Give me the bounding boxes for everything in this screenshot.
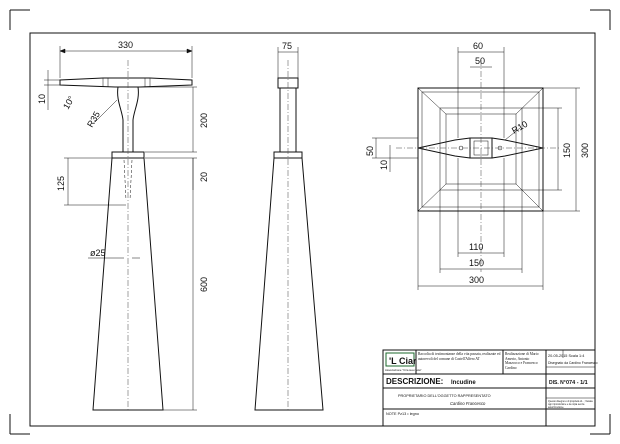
logo-sub: Associazione "Cira sua mola" <box>385 368 422 372</box>
dis-label: DIS. N° <box>549 380 566 386</box>
dim-bore: ø25 <box>90 248 106 258</box>
authors-text: Realizzazione di Mario Amerio, Antonio M… <box>505 352 539 370</box>
drawn-by: Disegnato da Cardino Francesco <box>548 361 598 365</box>
collection-text: Raccolta di testimonianze della vita pas… <box>418 352 501 361</box>
dim-plate-thickness: 10 <box>37 94 47 104</box>
side-view: 75 <box>254 41 324 411</box>
desc-value: Incudine <box>451 380 476 386</box>
dim-collar: 20 <box>199 172 209 182</box>
owner-name: Cardino Francesco <box>450 401 486 406</box>
owner-line: PROPRIETARIO DELL'OGGETTO RAPPRESENTATO <box>398 394 491 398</box>
dim-left-10: 10 <box>379 160 389 170</box>
dis-value: 074 - 1/1 <box>566 380 588 386</box>
dim-depth: 125 <box>56 176 66 191</box>
dim-top-width: 330 <box>118 40 133 50</box>
dim-right-300: 300 <box>580 143 590 158</box>
dim-top-60: 60 <box>473 41 483 51</box>
date-scale: 20-05-2015 Scala 1:4 <box>548 354 584 358</box>
dim-stem-height: 200 <box>199 113 209 128</box>
dim-bottom-150: 150 <box>469 258 484 268</box>
dim-bottom-300: 300 <box>469 275 484 285</box>
rights-text: Questo disegno è di proprietà di...; Vie… <box>548 400 593 409</box>
dim-top-radius: R10 <box>510 119 529 136</box>
logo-text: 'L Ciar <box>389 356 417 366</box>
dim-bottom-110: 110 <box>469 242 483 252</box>
dim-top-50: 50 <box>475 56 485 66</box>
dim-stem-width: 75 <box>282 41 292 51</box>
dim-radius-front: R35 <box>85 110 102 129</box>
dim-angle: 10° <box>61 94 77 111</box>
dim-left-50: 50 <box>365 146 375 156</box>
drawing-frame <box>29 32 596 427</box>
front-view: 330 10 10° R35 200 20 <box>37 40 209 411</box>
desc-label: DESCRIZIONE: <box>386 377 443 386</box>
top-view: 60 50 R10 50 10 150 <box>365 41 590 290</box>
title-block: 'L Ciar Associazione "Cira sua mola" Rac… <box>382 349 598 427</box>
dim-base-height: 600 <box>199 277 209 292</box>
note-text: NOTE Pz13 • legno <box>386 412 419 416</box>
dim-right-150: 150 <box>562 143 572 158</box>
logo-box <box>385 352 415 367</box>
crop-marks <box>9 9 611 435</box>
